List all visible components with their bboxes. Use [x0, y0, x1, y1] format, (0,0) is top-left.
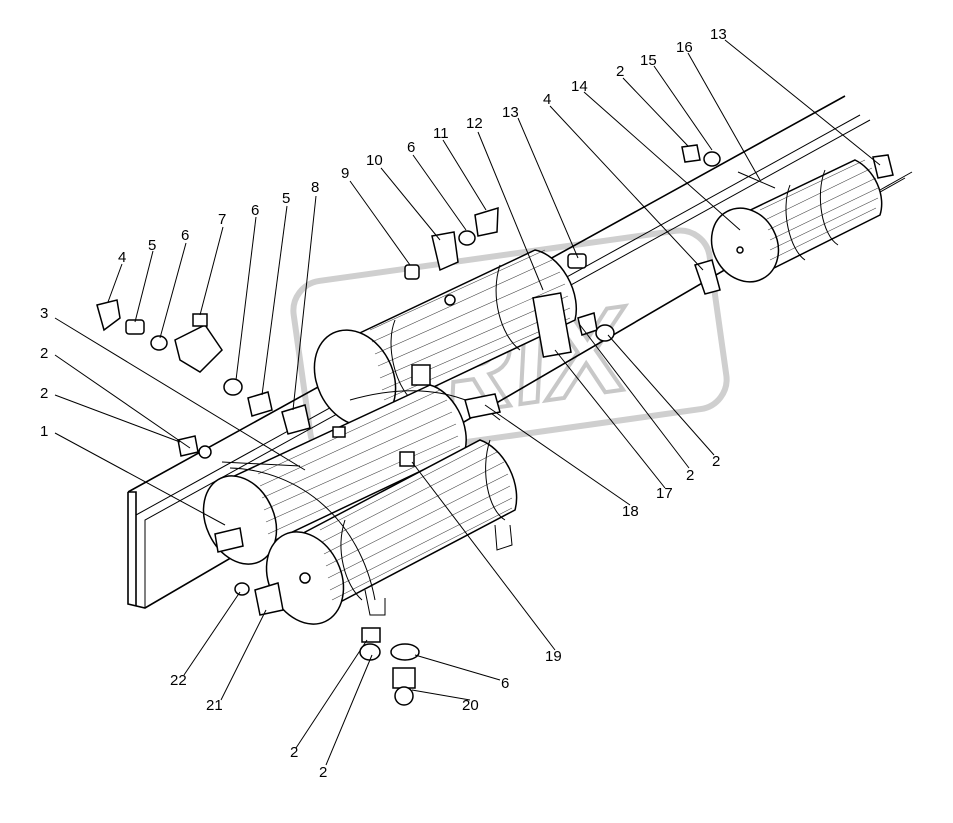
callout-2: 2 — [616, 63, 624, 80]
callout-10: 10 — [366, 152, 383, 169]
tank-upper-middle — [313, 249, 578, 427]
callout-14: 14 — [571, 78, 588, 95]
callout-13: 13 — [502, 104, 519, 121]
callout-1: 1 — [40, 423, 48, 440]
callout-3: 3 — [40, 305, 48, 322]
callout-19: 19 — [545, 648, 562, 665]
callout-5: 5 — [282, 190, 290, 207]
callout-21: 21 — [206, 697, 223, 714]
callout-20: 20 — [462, 697, 479, 714]
callout-13: 13 — [710, 26, 727, 43]
callout-5: 5 — [148, 237, 156, 254]
callout-4: 4 — [118, 249, 126, 266]
tank-rear — [710, 159, 883, 283]
callout-6: 6 — [407, 139, 415, 156]
callout-2: 2 — [40, 385, 48, 402]
callout-11: 11 — [433, 125, 449, 142]
tank-front-right — [265, 439, 518, 625]
callout-2: 2 — [40, 345, 48, 362]
tank-front-left — [202, 384, 467, 565]
callout-6: 6 — [501, 675, 509, 692]
callout-15: 15 — [640, 52, 657, 69]
callout-8: 8 — [311, 179, 319, 196]
callout-22: 22 — [170, 672, 187, 689]
callout-6: 6 — [181, 227, 189, 244]
callout-2: 2 — [290, 744, 298, 761]
callout-18: 18 — [622, 503, 639, 520]
fittings — [96, 144, 894, 706]
callout-labels: 1 2 2 3 4 5 6 7 6 5 8 9 10 6 11 12 13 4 … — [40, 26, 727, 781]
callout-9: 9 — [341, 165, 349, 182]
callout-2: 2 — [319, 764, 327, 781]
leader-lines — [54, 39, 881, 766]
tank-band — [229, 467, 376, 601]
callout-2: 2 — [712, 453, 720, 470]
callout-12: 12 — [466, 115, 483, 132]
callout-16: 16 — [676, 39, 693, 56]
callout-4: 4 — [543, 91, 551, 108]
callout-17: 17 — [656, 485, 673, 502]
callout-2: 2 — [686, 467, 694, 484]
callout-6: 6 — [251, 202, 259, 219]
callout-7: 7 — [218, 211, 226, 228]
